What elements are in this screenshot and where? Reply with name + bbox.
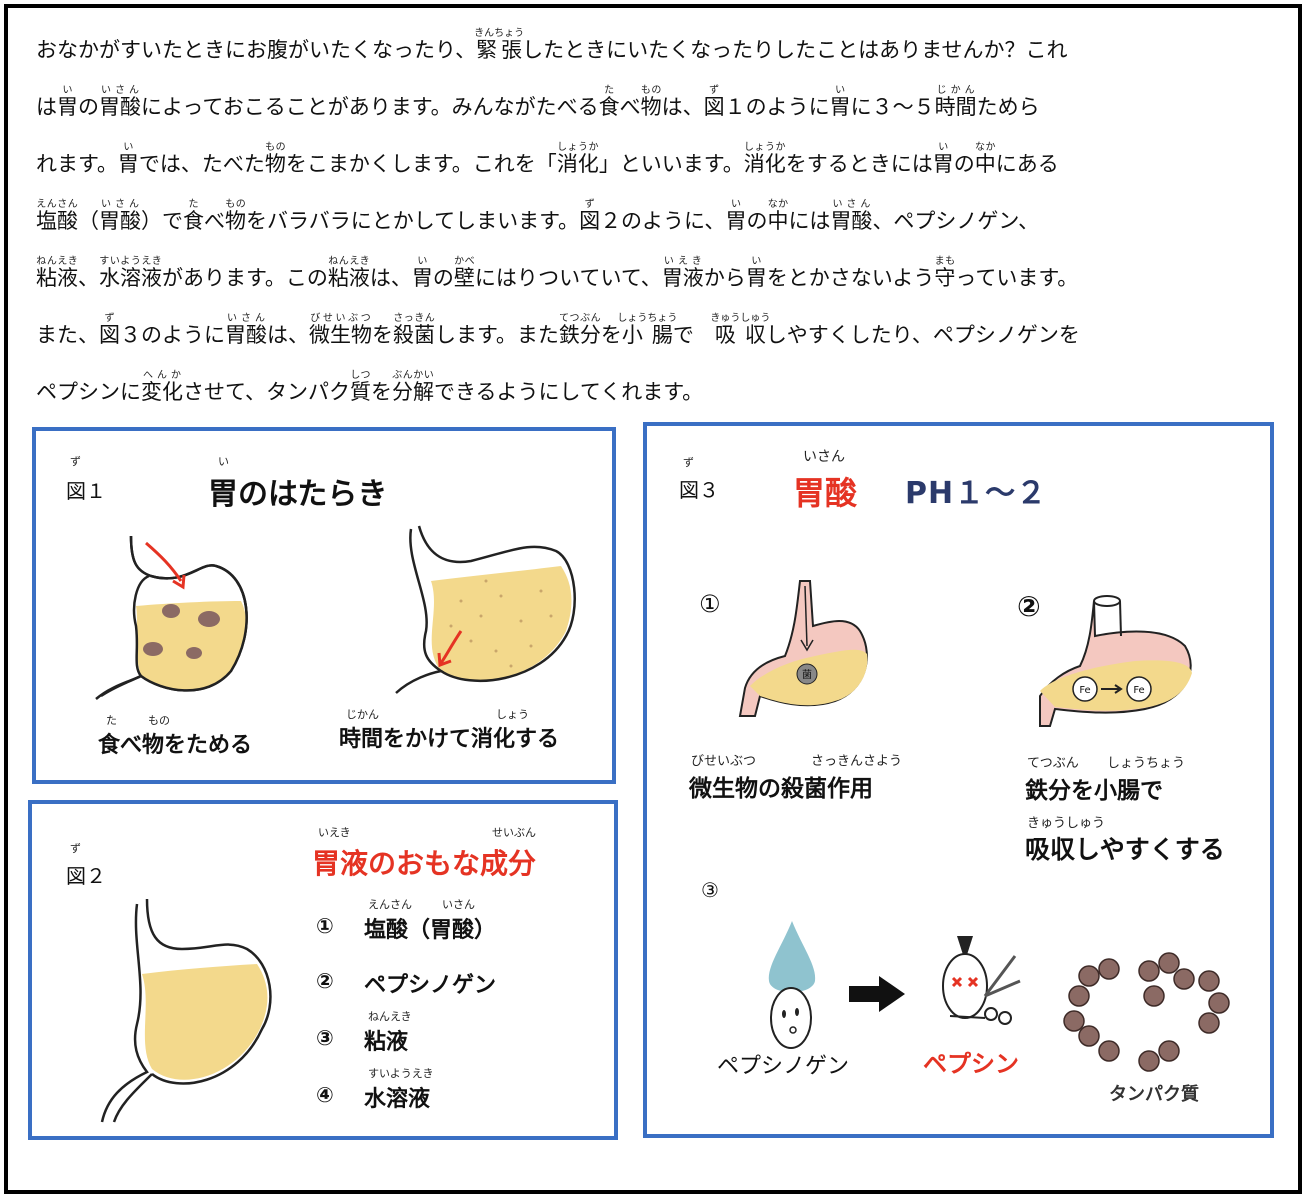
fig2-item-number: ③ xyxy=(316,1026,334,1050)
fig1-right-caption-ruby-shou: しょう xyxy=(496,708,529,721)
fig2-item-text: ペプシノゲン xyxy=(364,973,497,998)
intro-line: ペプシンに変化へんかさせて、タンパク質しつを分解ぶんかいできるようにしてくれます… xyxy=(36,370,704,404)
fig2-item-ruby: えんさん xyxy=(368,898,412,911)
pepsin-label: ペプシン xyxy=(923,1050,1019,1078)
fig3-cap2-ruby: てつぶん xyxy=(1027,756,1079,771)
fig3-label-ruby: ず xyxy=(683,456,694,469)
fig2-item-ruby: すいようえき xyxy=(368,1067,434,1080)
iron-ion-label: Fe xyxy=(1133,685,1144,696)
intro-line: れます。胃いでは、たべた物ものをこまかくします。これを「消化しょうか」といいます… xyxy=(36,142,1059,176)
stomach-iron-absorption-illustration: Fe Fe xyxy=(1039,595,1192,727)
fig1-left-caption-ruby-mono: もの xyxy=(148,714,170,727)
intro-line: は胃いの胃酸いさんによっておこることがあります。みんながたべる食たべ物ものは、図… xyxy=(36,85,1040,119)
pepsin-scissors-illustration xyxy=(942,936,1021,1025)
intro-line: おなかがすいたときにお腹がいたくなったり、緊張きんちょうしたときにいたくなったり… xyxy=(36,28,1068,62)
fig3-marker-3: ③ xyxy=(701,878,719,902)
fig2-label-ruby: ず xyxy=(70,842,81,855)
fig2-title: 胃液のおもな成分 xyxy=(312,847,537,880)
fig1-title-ruby: い xyxy=(218,455,229,468)
pepsinogen-drop-illustration xyxy=(768,921,816,1049)
intro-line: 塩酸えんさん（胃酸いさん）で食たべ物ものをバラバラにとかしてしまいます。図ず２の… xyxy=(36,199,1040,233)
fig2-item-text: 水溶液 xyxy=(364,1087,431,1112)
iron-ion-label: Fe xyxy=(1079,685,1090,696)
fig1-left-caption: 食べ物をためる xyxy=(98,733,253,758)
fig3-title-ruby: いさん xyxy=(803,449,845,465)
fig3-marker-2: ② xyxy=(1017,590,1041,623)
fig2-item-number: ① xyxy=(316,914,334,938)
fig1-right-caption: 時間をかけて消化する xyxy=(339,727,560,752)
stomach-sterilization-illustration: 菌 xyxy=(738,580,868,717)
fig2-item-text: 粘液 xyxy=(364,1030,409,1055)
protein-label: タンパク質 xyxy=(1109,1084,1199,1105)
intro-line: また、図ず３のように胃酸いさんは、微生物びせいぶつを殺菌さっきんします。また鉄分… xyxy=(36,313,1080,347)
fig1-left-caption-ruby-ta: た xyxy=(106,714,117,727)
fig2-title-ruby-seibun: せいぶん xyxy=(492,826,536,839)
fig3-cap2-ruby: しょうちょう xyxy=(1107,756,1186,771)
stomach-gastric-juice-illustration xyxy=(100,898,272,1123)
fig3-cap1-ruby: さっきんさよう xyxy=(811,754,903,769)
pepsinogen-label: ペプシノゲン xyxy=(717,1054,850,1079)
fig3-caption-iron-line1: 鉄分を小腸で xyxy=(1025,778,1163,804)
figure-1-panel: ず 図１ い 胃のはたらき た もの 食べ物をためる じかん しょう 時間をかけ… xyxy=(32,427,616,784)
protein-chain-illustration xyxy=(1063,952,1230,1072)
fig1-right-caption-ruby-jikan: じかん xyxy=(346,708,379,721)
figure-2-panel: ず 図２ いえき せいぶん 胃液のおもな成分 ① えんさん いさん 塩酸（胃酸）… xyxy=(28,800,618,1140)
fig3-caption-iron-line2: 吸収しやすくする xyxy=(1025,835,1225,864)
intro-text: おなかがすいたときにお腹がいたくなったり、緊張きんちょうしたときにいたくなったり… xyxy=(36,10,1276,409)
fig2-label: 図２ xyxy=(66,864,106,888)
fig1-title: 胃のはたらき xyxy=(208,477,388,512)
fig3-title-acid: 胃酸 xyxy=(793,474,858,512)
svg-text:菌: 菌 xyxy=(802,669,812,681)
fig1-label-ruby: ず xyxy=(70,455,81,468)
fig3-cap2-ruby: きゅうしゅう xyxy=(1027,816,1106,831)
fig3-caption-sterilization: 微生物の殺菌作用 xyxy=(689,776,873,802)
fig1-label: 図１ xyxy=(66,479,106,503)
fig3-title-ph: PH１～２ xyxy=(905,476,1048,511)
intro-line: 粘液ねんえき、水溶液すいようえきがあります。この粘液ねんえきは、胃いの壁かべには… xyxy=(36,256,1079,290)
fig2-item-text: 塩酸（胃酸） xyxy=(364,918,497,943)
fig3-cap1-ruby: びせいぶつ xyxy=(691,754,757,769)
stomach-digesting-illustration xyxy=(395,525,576,694)
fig2-item-number: ② xyxy=(316,969,334,993)
fig2-item-number: ④ xyxy=(316,1083,334,1107)
fig2-item-ruby: いさん xyxy=(442,898,475,911)
stomach-storing-food-illustration xyxy=(95,535,248,700)
fig2-title-ruby-ieki: いえき xyxy=(318,826,351,839)
fig3-label: 図３ xyxy=(679,478,719,502)
figure-3-panel: ず 図３ いさん 胃酸 PH１～２ ① ② 菌 Fe Fe びせいぶつ さっきん… xyxy=(643,422,1274,1138)
fig3-marker-1: ① xyxy=(699,590,721,618)
fig2-item-ruby: ねんえき xyxy=(368,1010,412,1023)
conversion-arrow-icon xyxy=(849,976,905,1012)
